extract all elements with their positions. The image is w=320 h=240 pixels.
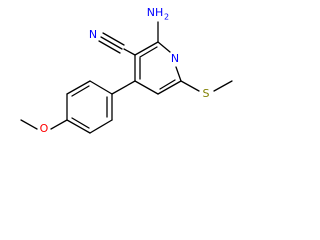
phenyl-bond-2 (66, 80, 91, 95)
nitrile-bond-to-ring (123, 48, 136, 56)
methylthio-group (180, 80, 233, 92)
phenyl-inner-double-1 (71, 85, 90, 97)
ring-nitrogen-label: N (171, 52, 179, 65)
nitrile-triple-bond-3 (98, 40, 121, 54)
sulfur-label: S (203, 87, 210, 100)
methoxy-group (20, 119, 68, 130)
bond-c6-c5 (157, 80, 182, 95)
nitrile-nitrogen-label: N (89, 28, 97, 41)
molecule-diagram: N NH 2 N S O (20, 6, 233, 135)
bond-c3-c2 (134, 41, 159, 56)
bond-n1-c6 (175, 66, 182, 82)
bond-c5-c4 (134, 80, 159, 95)
phenyl-inner-double-2 (71, 117, 90, 129)
bond-s-methyl (213, 80, 233, 92)
bond-phenyl-o (50, 119, 68, 130)
phenyl-bond-5 (89, 119, 113, 134)
bond-c6-s (180, 80, 200, 92)
inner-double-bond-c5-c6 (159, 79, 176, 90)
structure-canvas: N NH 2 N S O (0, 0, 246, 148)
phenyl-bond-1 (89, 80, 113, 95)
amino-nitrogen-label: NH (147, 6, 164, 19)
nitrile-group (98, 32, 136, 56)
pyridine-ring (134, 41, 182, 95)
phenyl-ring (66, 80, 113, 134)
bond-o-methyl (20, 119, 38, 130)
nitrile-triple-bond-2 (100, 36, 123, 50)
phenyl-link (111, 80, 136, 95)
inner-double-bond-c2-c3 (139, 46, 158, 58)
phenyl-bond-4 (66, 119, 91, 134)
oxygen-label: O (40, 122, 49, 135)
bond-c4-phenyl (111, 80, 136, 95)
amino-subscript-label: 2 (164, 13, 169, 22)
bond-c2-n1 (157, 41, 171, 53)
nitrile-triple-bond-1 (102, 32, 125, 46)
